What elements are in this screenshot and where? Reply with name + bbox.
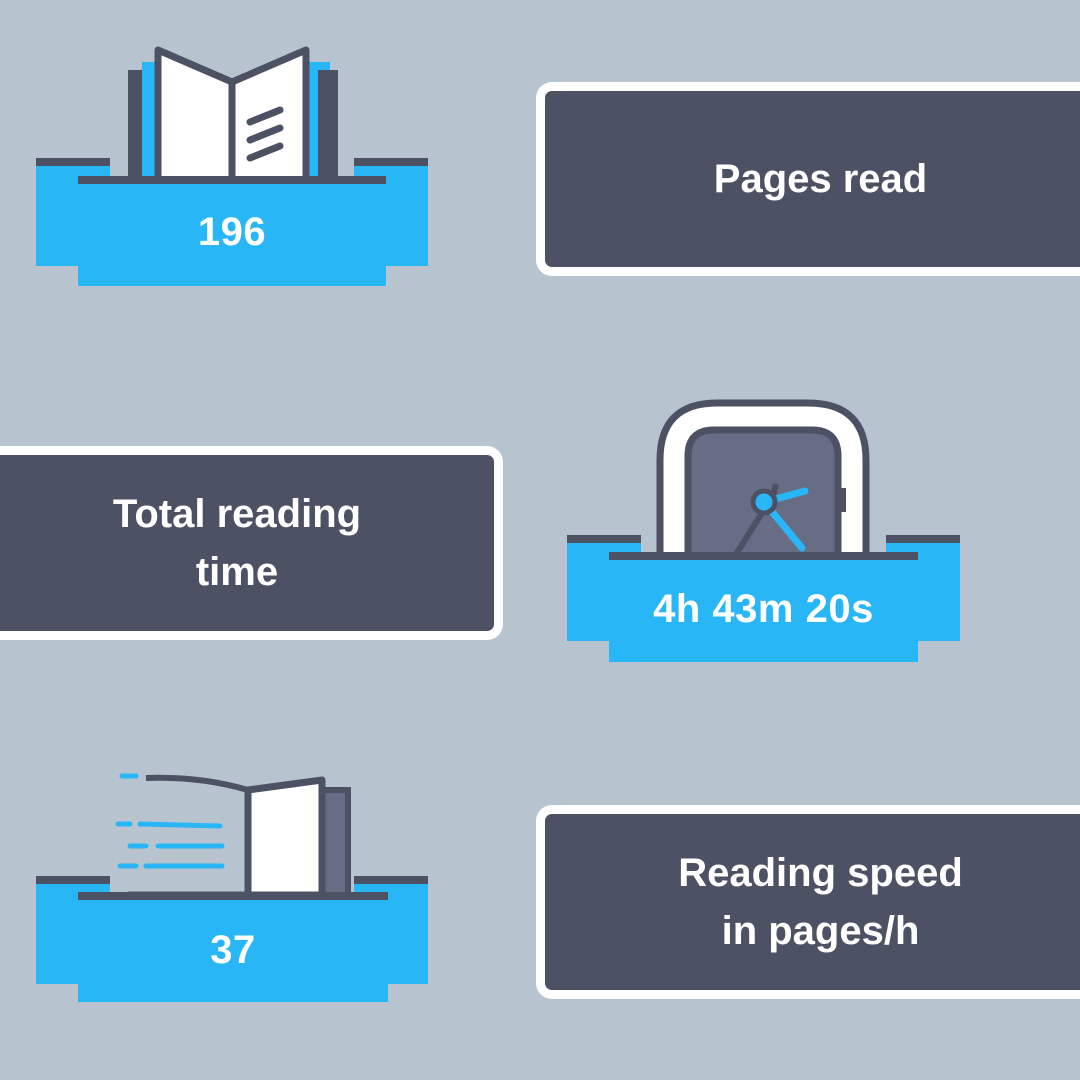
- reading-speed-label: Reading speed in pages/h: [536, 805, 1080, 999]
- reading-time-label-line-1: Total reading: [112, 492, 362, 536]
- clock-icon: [656, 399, 870, 560]
- open-book-icon: [128, 46, 338, 186]
- reading-time-value: 4h 43m 20s: [653, 587, 874, 631]
- ribbon-front-reading-time: [609, 552, 918, 662]
- reading-speed-value: 37: [210, 928, 256, 972]
- pages-read-value: 196: [197, 210, 267, 254]
- ribbon-front-reading-speed: [78, 892, 388, 1002]
- ribbon-front-pages-read: [78, 176, 386, 286]
- reading-speed-label-line-1: Reading speed: [678, 851, 963, 895]
- reading-time-label-line-2: time: [195, 550, 279, 594]
- reading-speed-label-line-2: in pages/h: [721, 909, 920, 953]
- reading-time-label: Total reading time: [0, 446, 503, 640]
- flipping-book-icon: [115, 773, 351, 900]
- pages-read-label-text: Pages read: [713, 157, 928, 201]
- pages-read-label: Pages read: [536, 82, 1080, 276]
